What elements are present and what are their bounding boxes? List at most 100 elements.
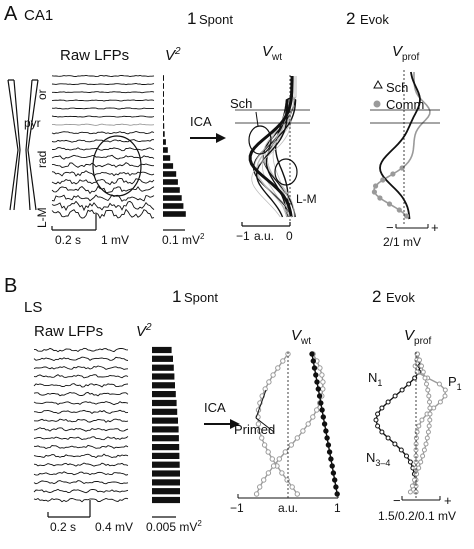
vprof-point	[392, 441, 398, 447]
lfp-trace	[51, 194, 155, 202]
vprof-point	[409, 483, 415, 489]
panel-b-axis-1: 1	[334, 501, 341, 515]
panel-a-lfp-traces	[51, 74, 155, 220]
v2-bar	[163, 195, 182, 201]
lfp-trace	[51, 147, 155, 152]
lfp-trace	[33, 391, 129, 397]
lfp-trace	[51, 131, 155, 135]
vwt-point	[320, 379, 326, 385]
v2-bar	[163, 91, 164, 97]
vprof-point	[425, 387, 431, 393]
lfp-trace	[51, 115, 155, 118]
panel-b-vprof-title-sub: prof	[414, 336, 431, 347]
v2-bar	[163, 83, 164, 89]
vwt-point	[265, 470, 272, 476]
vprof-point	[379, 429, 385, 435]
panel-b-scale-volt: 0.4 mV	[95, 520, 133, 534]
panel-b-primed-label: Primed	[234, 422, 275, 437]
panel-b-ica-label: ICA	[204, 400, 226, 415]
v2-bar	[163, 155, 171, 161]
panel-b-raw-title: Raw LFPs	[34, 323, 103, 340]
v2-bar	[152, 346, 172, 354]
lfp-trace	[51, 139, 155, 143]
vwt-point	[328, 456, 334, 462]
lfp-trace	[33, 365, 129, 370]
v2-bar	[152, 382, 175, 389]
panel-a-scalebars	[51, 214, 185, 231]
vwt-point	[261, 477, 267, 483]
lfp-trace	[33, 462, 129, 467]
panel-a-ica-label: ICA	[190, 114, 212, 129]
vwt-main-curve	[248, 76, 294, 217]
vwt-point	[255, 421, 262, 427]
panel-a-letter: A	[4, 3, 18, 25]
vprof-point	[442, 387, 448, 393]
lfp-trace	[33, 497, 129, 503]
lfp-trace	[51, 74, 155, 78]
panel-b-v2-base: V	[136, 323, 148, 340]
v2-bar	[152, 461, 180, 468]
lfp-trace	[52, 91, 155, 94]
panel-a-col1-label: Spont	[199, 12, 233, 27]
vprof-point	[427, 405, 433, 411]
panel-a-region: CA1	[24, 7, 53, 24]
panel-a-vprof-title-base: V	[392, 43, 404, 60]
v2-bar	[152, 417, 178, 424]
vprof-point	[379, 405, 385, 411]
vwt-point	[333, 484, 339, 490]
panel-b-n34-sub: 3–4	[375, 458, 390, 468]
lfp-trace	[33, 488, 129, 494]
panel-b-vprof-title: Vprof	[404, 327, 431, 347]
vwt-point	[321, 421, 328, 427]
vwt-point	[280, 358, 286, 364]
panel-b-p1-base: P	[448, 374, 457, 389]
layer-or-label: or	[35, 89, 49, 100]
panel-b-v2: V2	[136, 322, 152, 340]
panel-a-prof-plus: +	[431, 220, 439, 235]
vwt-point	[334, 491, 340, 497]
lfp-trace	[33, 471, 129, 476]
vprof-point	[407, 489, 413, 495]
panel-b-vwt-title: Vwt	[291, 327, 311, 347]
vprof-curve	[375, 353, 421, 493]
lfp-trace	[33, 453, 129, 459]
panel-a-vwt-title-sub: wt	[271, 52, 282, 63]
panel-b-scale-v2: 0.005 mV2	[146, 519, 202, 534]
legend-comm-label: Comm	[386, 97, 424, 112]
vwt-point	[265, 449, 271, 455]
v2-bar	[163, 171, 177, 177]
panel-b-lfp-traces	[33, 347, 129, 503]
v2-bar	[152, 408, 178, 415]
vwt-point	[288, 442, 294, 448]
vwt-point	[257, 484, 263, 490]
vwt-point	[300, 428, 306, 434]
v2-bar	[152, 364, 174, 371]
panel-b-vwt-axis	[237, 352, 339, 499]
panel-a-scale-volt: 1 mV	[101, 233, 129, 247]
panel-b-scalebars	[47, 500, 176, 518]
lfp-trace	[51, 83, 155, 86]
comm-point	[386, 201, 393, 207]
panel-b-region: LS	[24, 299, 42, 316]
v2-bar	[163, 123, 165, 129]
layer-lm-label: L-M	[35, 207, 49, 228]
vprof-point	[392, 393, 398, 399]
panel-b-col2-num: 2	[372, 287, 381, 306]
vwt-point	[313, 372, 319, 378]
lfp-trace	[51, 185, 155, 195]
vwt-point	[262, 386, 268, 392]
v2-bar	[163, 99, 164, 105]
panel-a-raw-title: Raw LFPs	[60, 47, 129, 64]
vprof-point	[426, 393, 432, 399]
vwt-curve	[255, 76, 293, 218]
vwt-point	[323, 428, 329, 434]
vwt-point	[329, 463, 335, 469]
panel-a-vwt-plot	[248, 76, 297, 218]
comm-point	[377, 195, 383, 201]
vprof-point	[420, 453, 426, 459]
vprof-point	[427, 399, 432, 405]
v2-bar	[152, 426, 179, 433]
panel-b-axis-au: a.u.	[278, 501, 298, 515]
panel-b-v2-bars	[152, 346, 180, 504]
vwt-point	[309, 351, 315, 357]
